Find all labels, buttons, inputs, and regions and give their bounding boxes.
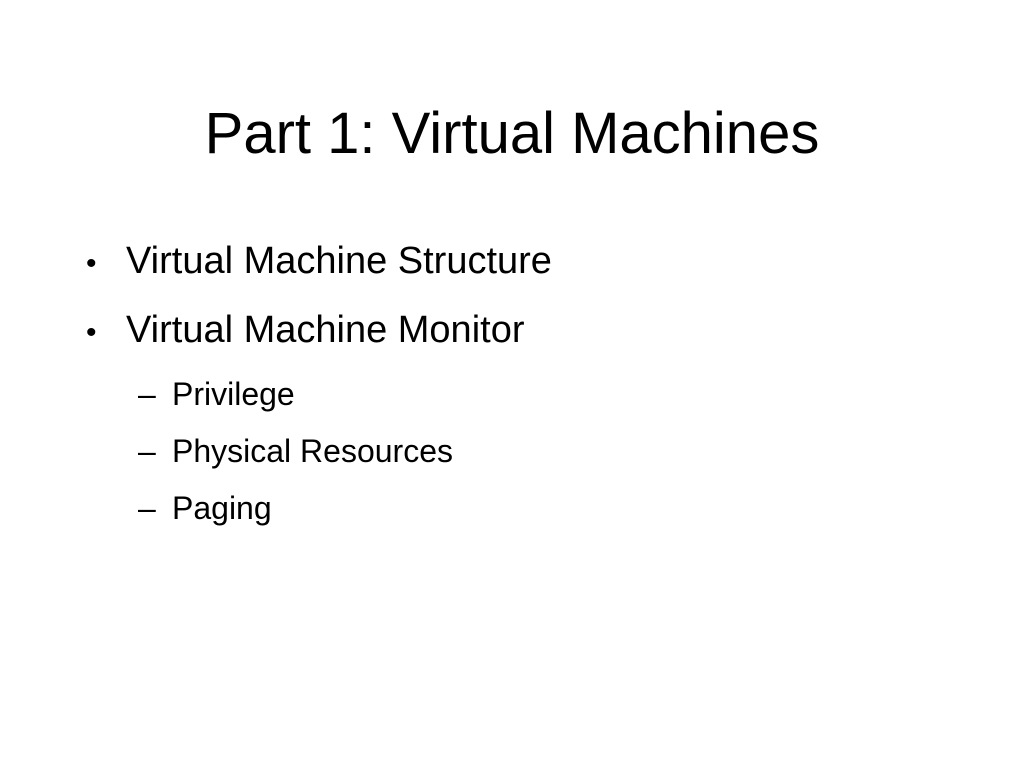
sub-bullet-marker: – — [138, 490, 156, 526]
sub-bullet-item: – Privilege — [138, 366, 966, 423]
sub-bullet-marker: – — [138, 433, 156, 469]
sub-bullet-text: Paging — [172, 490, 272, 526]
sub-bullet-marker: – — [138, 376, 156, 412]
bullet-item: • Virtual Machine Structure — [86, 228, 966, 297]
sub-bullet-item: – Paging — [138, 480, 966, 537]
bullet-row: • Virtual Machine Structure — [86, 228, 966, 297]
bullet-row: • Virtual Machine Monitor — [86, 297, 966, 366]
bullet-marker: • — [86, 247, 97, 280]
sub-bullet-text: Physical Resources — [172, 433, 453, 469]
slide-title: Part 1: Virtual Machines — [204, 101, 820, 166]
sub-bullet-text: Privilege — [172, 376, 295, 412]
bullet-item: • Virtual Machine Monitor – Privilege – … — [86, 297, 966, 537]
bullet-marker: • — [86, 316, 97, 349]
bullet-list: • Virtual Machine Structure • Virtual Ma… — [86, 228, 966, 537]
bullet-text: Virtual Machine Monitor — [126, 309, 525, 351]
sub-bullet-item: – Physical Resources — [138, 423, 966, 480]
sub-bullet-list: – Privilege – Physical Resources – Pagin… — [86, 366, 966, 537]
bullet-text: Virtual Machine Structure — [126, 240, 552, 282]
